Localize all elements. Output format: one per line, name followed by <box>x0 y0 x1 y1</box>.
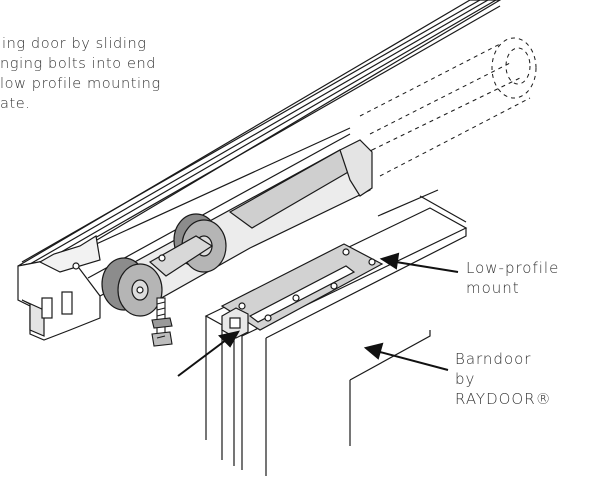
plate-screw-6 <box>330 282 338 290</box>
roller-front-axle <box>136 286 144 294</box>
arrow-barndoor-head <box>363 342 384 360</box>
arrow-mount-head <box>379 252 400 270</box>
caption-line-1: ing door by sliding <box>2 36 147 52</box>
arrow-mount-line <box>395 261 459 273</box>
door-right-face <box>265 228 467 339</box>
rail-dashed-continuation <box>359 37 537 177</box>
hanging-bolt <box>151 297 173 347</box>
caption-line-2: nging bolts into end <box>0 56 157 72</box>
top-rail <box>17 0 502 297</box>
plate-screw-1 <box>238 302 246 310</box>
bolt-thread-2 <box>156 307 166 311</box>
arrow-barndoor-line <box>379 351 449 371</box>
rail-edge-2 <box>29 0 489 265</box>
bolt-thread-4 <box>156 335 166 339</box>
plate-screw-2 <box>342 248 350 256</box>
label-barndoor-line-2: by <box>455 370 476 388</box>
bolt-nut-lower <box>151 331 173 347</box>
plate-screw-4 <box>264 314 272 322</box>
plate-slot <box>248 265 356 323</box>
rail-edge-4 <box>59 5 501 259</box>
track-profile-shade <box>21 299 45 337</box>
dashed-end-cap-inner <box>505 47 531 85</box>
bolt-nut-upper <box>151 317 173 329</box>
label-barndoor-line-1: Barndoor <box>455 350 532 368</box>
roller-assembly <box>101 213 227 317</box>
mounting-plate <box>220 243 384 339</box>
bolt-thread-3 <box>156 313 166 317</box>
instruction-caption: ing door by sliding nging bolts into end… <box>0 34 161 114</box>
door-inner-face <box>349 330 431 381</box>
label-barndoor-line-3: RAYDOOR® <box>455 390 552 408</box>
plate-screw-5 <box>292 294 300 302</box>
arrow-bracket-head <box>218 330 240 348</box>
rail-lower-edge <box>69 127 351 257</box>
track-end-profile <box>17 235 101 341</box>
pointer-arrows <box>177 252 459 377</box>
rail-edge-1 <box>21 0 481 263</box>
roller-bracket <box>148 235 214 277</box>
dashed-end-cap <box>491 37 537 99</box>
bracket-hole <box>158 254 166 262</box>
dashed-edge-2 <box>369 61 513 135</box>
caption-line-3: low profile mounting <box>0 76 161 92</box>
rail-lower-edge-2 <box>87 133 351 279</box>
track-slot-right <box>61 291 73 315</box>
hanger-body <box>119 139 373 311</box>
hanger-block <box>339 139 373 197</box>
arrow-bracket-line <box>177 339 227 377</box>
dashed-edge-4 <box>379 97 531 177</box>
label-mount-line-1: Low-profile <box>466 259 560 277</box>
track-end-stop <box>38 235 101 273</box>
label-low-profile-mount: Low-profile mount <box>466 258 559 298</box>
end-stop-screw <box>72 262 80 270</box>
door-back-top <box>419 195 467 223</box>
plate-end-notch <box>229 317 241 329</box>
door-back-top-2 <box>377 189 439 217</box>
dashed-edge-1 <box>359 43 501 117</box>
dashed-edge-3 <box>371 77 521 151</box>
rail-edge-3 <box>43 0 497 263</box>
label-barndoor: Barndoor by RAYDOOR® <box>455 349 552 409</box>
label-mount-line-2: mount <box>466 279 520 297</box>
bolt-thread-1 <box>156 301 166 305</box>
plate-screw-3 <box>368 258 376 266</box>
caption-line-4: ate. <box>0 96 31 112</box>
track-slot-left <box>41 297 53 319</box>
